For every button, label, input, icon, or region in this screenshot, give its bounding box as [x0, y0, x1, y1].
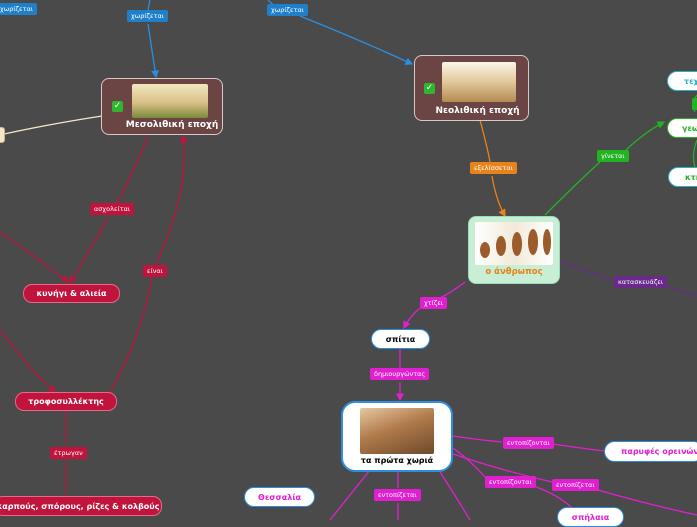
evolution-illustration [475, 222, 553, 265]
caves-label: σπήλαια [571, 513, 610, 522]
offscreen-topic-node[interactable] [0, 127, 5, 143]
thessaly-node[interactable]: Θεσσαλία [244, 487, 315, 507]
link-label-located-4: εντοπίζεται [374, 489, 421, 501]
link-label-engaged: ασχολείται [90, 203, 135, 215]
mountain-foothills-node[interactable]: παρυφές ορεινών [604, 441, 697, 462]
link-label-located-3: εντοπίζεται [552, 479, 599, 491]
link-label-divided-top-left: χωρίζεται [0, 3, 37, 15]
gatherers-node[interactable]: τροφοσυλλέκτης [15, 392, 117, 411]
check-icon: ✓ [424, 83, 435, 94]
first-villages-title: τα πρώτα χωριά [360, 456, 434, 465]
right-node-tech-label: τεχ [684, 76, 697, 86]
hunting-fishing-label: κυνήγι & αλιεία [36, 289, 107, 298]
link-label-divided-2: χωρίζεται [267, 4, 308, 16]
houses-node[interactable]: σπίτια [371, 329, 430, 349]
link-label-located-1: εντοπίζονται [503, 437, 554, 449]
fruits-seeds-node[interactable]: καρπούς, σπόρους, ρίζες & κολβούς [0, 496, 162, 516]
first-villages-node[interactable]: τα πρώτα χωριά [341, 401, 453, 472]
right-node-ktn[interactable]: κτη [668, 167, 697, 187]
thessaly-label: Θεσσαλία [258, 492, 301, 502]
mesolithic-illustration [132, 84, 208, 118]
houses-label: σπίτια [385, 334, 416, 344]
hunting-fishing-node[interactable]: κυνήγι & αλιεία [23, 284, 120, 303]
human-title: ο άνθρωπος [485, 267, 543, 277]
right-green-tag [692, 98, 697, 110]
villages-illustration [360, 408, 434, 454]
fruits-seeds-label: καρπούς, σπόρους, ρίζες & κολβούς [0, 501, 160, 511]
link-label-evolved: εξελίσσεται [470, 162, 517, 174]
right-node-tech[interactable]: τεχ [667, 71, 697, 91]
link-label-divided: χωρίζεται [127, 10, 168, 22]
neolithic-title: Νεολιθική εποχή [435, 106, 520, 116]
link-label-is: είναι [143, 265, 167, 277]
link-label-builds: κατασκευάζει [614, 276, 668, 288]
neolithic-illustration [442, 62, 516, 102]
right-node-geo-label: γεω [682, 123, 697, 133]
right-node-ktn-label: κτη [685, 172, 697, 182]
evolution-figures-icon [480, 229, 551, 258]
right-node-geo[interactable]: γεω [667, 118, 697, 138]
mountain-foothills-label: παρυφές ορεινών [621, 447, 697, 456]
link-label-creating: δημιουργώντας [370, 368, 430, 380]
caves-node[interactable]: σπήλαια [557, 507, 624, 527]
check-icon: ✓ [112, 101, 123, 112]
mesolithic-node[interactable]: ✓ Μεσολιθική εποχή [101, 78, 223, 135]
link-label-becomes: γίνεται [597, 150, 629, 162]
link-label-located-2: εντοπίζονται [485, 476, 536, 488]
gatherers-label: τροφοσυλλέκτης [28, 397, 104, 406]
neolithic-node[interactable]: ✓ Νεολιθική εποχή [414, 55, 529, 121]
human-node[interactable]: ο άνθρωπος [468, 216, 560, 284]
link-label-builds-houses: χτίζει [420, 297, 448, 309]
mesolithic-title: Μεσολιθική εποχή [125, 120, 219, 130]
link-label-ate: έτρωγαν [50, 447, 87, 459]
